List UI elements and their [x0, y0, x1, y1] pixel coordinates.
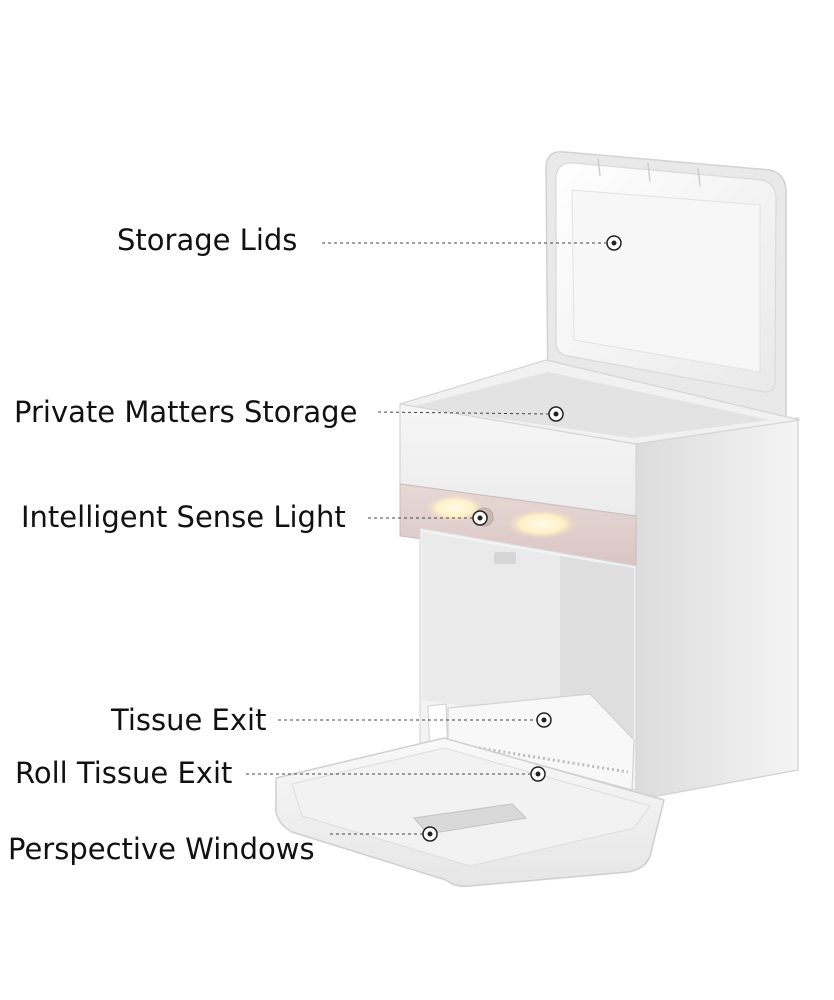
marker-private-storage-icon: [548, 406, 564, 422]
label-storage-lids: Storage Lids: [117, 223, 298, 257]
tissue-slot-icon: [494, 552, 516, 564]
callout-markers: [422, 235, 622, 842]
label-private-matters-storage: Private Matters Storage: [14, 395, 358, 429]
marker-sense-light-icon: [472, 510, 488, 526]
light-right-icon: [506, 509, 578, 539]
front-tray: [275, 737, 665, 888]
callout-leaders: [246, 242, 608, 835]
label-roll-tissue-exit: Roll Tissue Exit: [15, 756, 233, 790]
label-perspective-windows: Perspective Windows: [8, 832, 315, 866]
marker-roll-tissue-exit-icon: [530, 766, 546, 782]
marker-tissue-exit-icon: [536, 712, 552, 728]
label-tissue-exit: Tissue Exit: [111, 703, 267, 737]
perspective-window-icon: [413, 803, 528, 835]
label-intelligent-sense-light: Intelligent Sense Light: [21, 500, 346, 534]
body-side-panel: [635, 417, 799, 801]
marker-storage-lids-icon: [606, 235, 622, 251]
storage-compartment: [399, 359, 801, 517]
light-left-icon: [425, 494, 485, 522]
marker-perspective-windows-icon: [422, 826, 438, 842]
storage-lid: [545, 151, 787, 421]
